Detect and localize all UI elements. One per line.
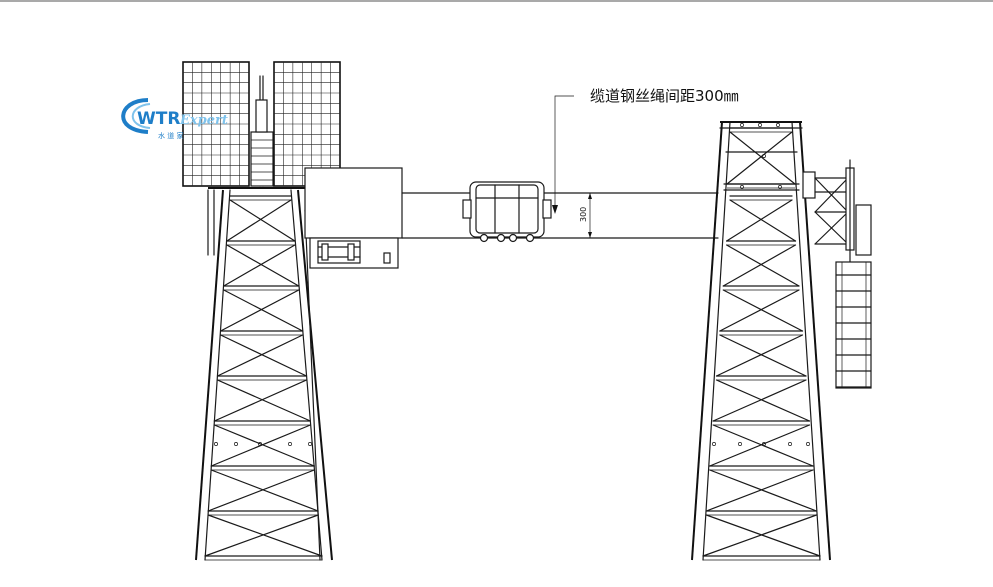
- cable-span: [401, 192, 719, 239]
- dimension-value: 300: [579, 207, 588, 222]
- winch-house: [304, 167, 403, 269]
- solar-panel-right: [273, 61, 341, 187]
- solar-panel-left: [182, 61, 250, 187]
- logo-brand: WTR: [137, 109, 180, 129]
- logo-subtitle: 水 道 家: [158, 131, 183, 140]
- right-tower: [691, 121, 831, 561]
- annotation-leader: 缆道钢丝绳间距300㎜: [552, 87, 739, 214]
- antenna-mast: [250, 75, 274, 187]
- logo-suffix: Expert: [179, 113, 228, 128]
- right-stairs: [835, 204, 872, 389]
- left-tower: [195, 189, 333, 561]
- wtr-expert-logo: WTR Expert 水 道 家: [121, 98, 228, 140]
- dimension-300: 300: [579, 193, 592, 238]
- logo-swoosh: [121, 98, 149, 134]
- right-bracket: [802, 159, 855, 271]
- cable-spacing-label: 缆道钢丝绳间距300㎜: [590, 87, 739, 105]
- cable-carriage: [462, 181, 552, 243]
